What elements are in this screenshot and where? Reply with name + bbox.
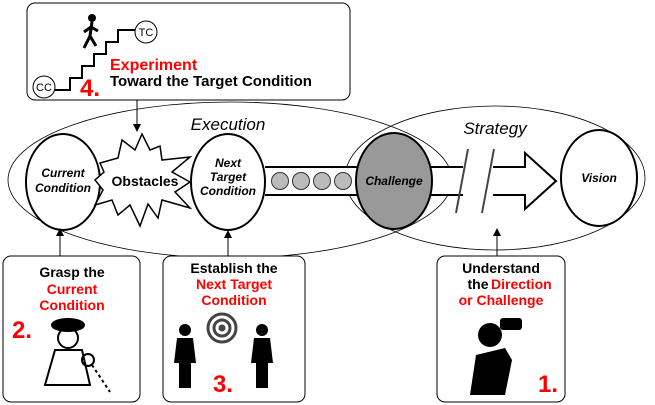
box-text: Grasp the: [39, 264, 105, 280]
box-text: Direction: [491, 276, 552, 292]
cc-circle: [32, 75, 56, 99]
break-mark: [481, 148, 495, 214]
dot: [313, 172, 331, 190]
break-mark: [455, 148, 469, 214]
box-text: Condition: [201, 292, 266, 308]
cc-label: CC: [36, 82, 52, 94]
node-label: Current: [41, 166, 85, 180]
people-icon: [174, 324, 273, 388]
dot: [271, 172, 289, 190]
node-label: Condition: [200, 184, 256, 198]
step-number: 2.: [12, 317, 32, 344]
obstacles-label: Obstacles: [112, 173, 179, 189]
node-label: Vision: [581, 171, 617, 185]
box-text: Establish the: [190, 260, 277, 276]
stairs-icon: [45, 29, 135, 91]
target-icon: [206, 312, 238, 344]
progress-dots: [271, 172, 352, 190]
node-label: Challenge: [365, 174, 423, 188]
tc-circle: [134, 20, 158, 44]
dot: [334, 172, 352, 190]
tc-label: TC: [139, 27, 154, 39]
box-text: Condition: [39, 297, 104, 313]
challenge-node: [355, 132, 433, 230]
binoculars-person-icon: [470, 318, 522, 395]
box-text: Current: [47, 281, 98, 297]
node-label: Next: [215, 156, 242, 170]
node-label: Target: [210, 170, 247, 184]
step-number: 1.: [538, 371, 558, 398]
box-text: Understand: [462, 260, 540, 276]
experiment-subtitle: Toward the Target Condition: [110, 73, 312, 90]
walking-person-icon: [82, 14, 99, 49]
box-text: or Challenge: [459, 292, 544, 308]
experiment-title: Experiment: [110, 57, 198, 74]
node-label: Condition: [35, 181, 91, 195]
experiment-box: CC TC 4. Experiment Toward the Target Co…: [26, 2, 351, 102]
dot: [292, 172, 310, 190]
vision-node: [560, 129, 638, 227]
box-text: the: [468, 276, 489, 292]
detective-icon: [43, 318, 111, 393]
step-number: 4.: [80, 75, 100, 102]
understand-box: Understand the Direction or Challenge 1.: [436, 255, 566, 403]
box-text: Next Target: [196, 276, 272, 292]
execution-label: Execution: [191, 115, 266, 134]
grasp-box: Grasp the Current Condition 2.: [2, 255, 141, 403]
step-number: 3.: [213, 371, 233, 398]
obstacles-starburst: [93, 132, 193, 228]
establish-box: Establish the Next Target Condition 3.: [162, 255, 306, 403]
strategy-label: Strategy: [463, 119, 528, 138]
